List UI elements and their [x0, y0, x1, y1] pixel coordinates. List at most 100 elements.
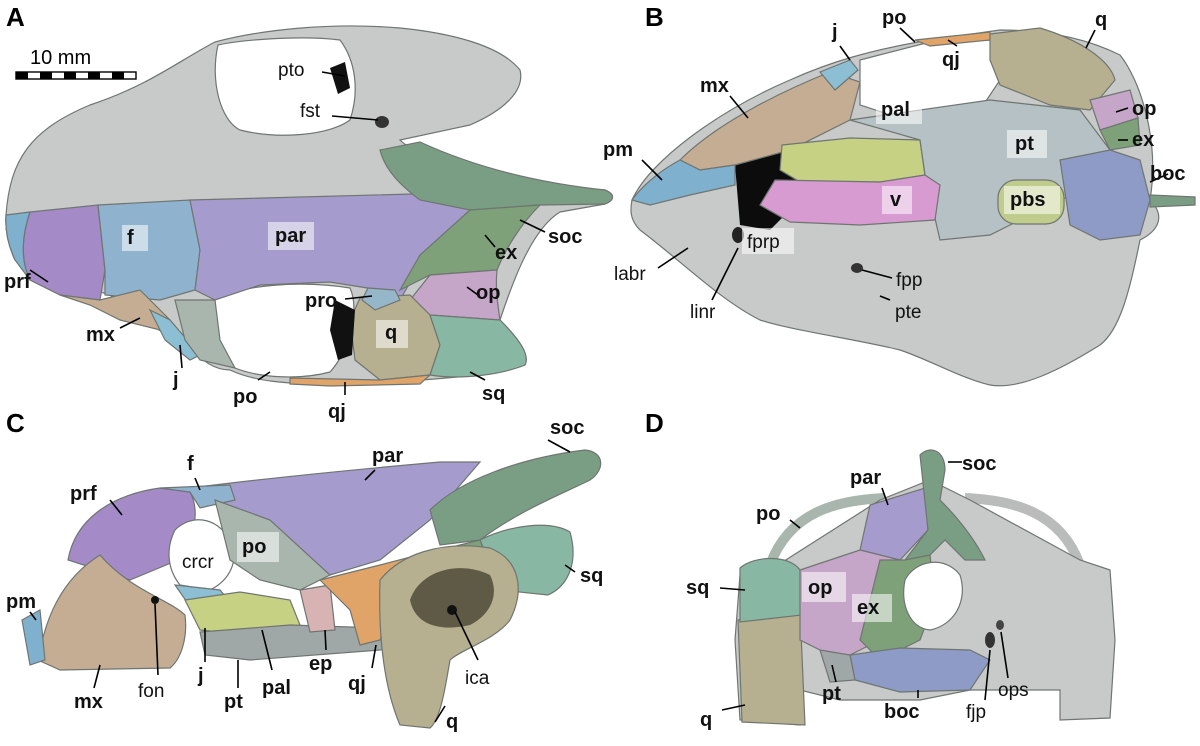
bone-pm-c [21, 609, 46, 666]
bone-boc-d [849, 647, 991, 693]
bone-soc-a [379, 141, 614, 211]
label-fst: fst [300, 101, 321, 122]
label-pal-b: pal [881, 99, 910, 121]
label-q-d: q [700, 709, 712, 731]
panel-b: B pal pt v pbs fprp j [603, 2, 1196, 387]
label-op-d: op [808, 577, 832, 599]
leader-op-b [1115, 107, 1129, 113]
scale-tick [88, 72, 100, 79]
leader-ops [1000, 631, 1009, 679]
arch-left [765, 493, 886, 567]
bone-sq-d [739, 557, 803, 623]
label-boc-b: boc [1150, 163, 1186, 185]
leader-mx-c [93, 664, 101, 689]
bone-pt-d [819, 649, 856, 683]
foramen-fpp [851, 263, 863, 273]
panel-a: A 10 mm [4, 2, 614, 423]
leader-pto [321, 71, 346, 77]
foramen-fon [151, 596, 159, 604]
leader-qj-b [947, 39, 958, 47]
leader-soc-c [547, 439, 571, 453]
label-box [742, 228, 794, 254]
label-qj-c: qj [348, 673, 366, 695]
bone-j-a [148, 308, 201, 361]
label-f-c: f [187, 453, 194, 475]
arch-right [964, 493, 1085, 567]
leader-linr [711, 247, 739, 301]
leader-fjp [984, 649, 991, 701]
label-par-c: par [372, 445, 403, 467]
leader-mx [119, 317, 141, 329]
bone-j-b [819, 59, 859, 91]
label-sq-c: sq [580, 565, 603, 587]
label-soc-a: soc [548, 226, 582, 248]
panel-d: D op ex soc par po sq pt [645, 408, 1116, 731]
leader-op [466, 286, 479, 296]
label-pm-b: pm [603, 139, 633, 161]
leader-po-b [899, 27, 916, 43]
bone-qj-a [289, 374, 432, 387]
label-prf-c: prf [70, 483, 97, 505]
label-fpp-b: fpp [896, 270, 922, 291]
foramen-magnum [903, 561, 963, 631]
leader-boc-b [1149, 173, 1169, 183]
label-ex-d: ex [857, 597, 879, 619]
label-sq-a: sq [482, 383, 505, 405]
leader-prf [29, 269, 49, 283]
leader-pte [879, 295, 891, 301]
orbit-crcr [168, 519, 235, 591]
panel-letter-b: B [645, 2, 664, 32]
label-q-c: q [446, 711, 458, 733]
label-q-a: q [385, 322, 397, 344]
leader-soc [519, 219, 546, 233]
label-j-c: j [197, 665, 204, 687]
label-linr-b: linr [690, 302, 716, 323]
label-pt-c: pt [224, 691, 243, 713]
label-box [122, 225, 148, 251]
label-op-b: op [1132, 98, 1156, 120]
cavity-a [330, 300, 355, 360]
label-po-b: po [882, 7, 906, 29]
label-f-a: f [127, 227, 134, 249]
label-pm-c: pm [6, 591, 36, 613]
foramen-fprp [732, 227, 744, 243]
label-pro-a: pro [305, 290, 337, 312]
condyle-b [1149, 194, 1196, 208]
leader-fst [331, 115, 379, 121]
leader-q-d [721, 704, 746, 711]
label-ex-a: ex [495, 242, 517, 264]
leader-q-c [434, 705, 446, 723]
leader-f-c [194, 477, 201, 491]
leader-par-c [364, 469, 376, 481]
bone-pm-a [5, 211, 31, 281]
label-ops-d: ops [998, 680, 1029, 701]
bone-pm-b [631, 159, 736, 206]
label-box [237, 532, 279, 562]
panel-c: C po crcr soc par f prf [6, 408, 603, 733]
label-pt-b: pt [1015, 133, 1034, 155]
leader-qj-c [371, 644, 377, 669]
label-prf-a: prf [4, 271, 31, 293]
label-po-c: po [242, 536, 266, 558]
leader-q-b [1085, 29, 1096, 49]
cavity-pto [330, 62, 350, 94]
label-mx-b: mx [700, 75, 729, 97]
leader-fon [154, 603, 159, 676]
leader-sq [469, 371, 486, 381]
label-sq-d: sq [686, 577, 709, 599]
foramen-fjp [985, 632, 995, 648]
label-qj-a: qj [328, 401, 346, 423]
label-labr-b: labr [614, 264, 646, 285]
bone-prf-a [22, 204, 106, 301]
leader-pal-c [261, 629, 273, 671]
label-mx-a: mx [86, 324, 115, 346]
label-boc-d: boc [884, 701, 920, 723]
label-soc-c: soc [550, 417, 584, 439]
bone-ex-b [1099, 117, 1141, 151]
label-box [1007, 130, 1047, 158]
label-box [876, 96, 922, 124]
label-box [882, 186, 912, 214]
bone-par-c [174, 461, 482, 576]
leader-labr [657, 247, 689, 269]
